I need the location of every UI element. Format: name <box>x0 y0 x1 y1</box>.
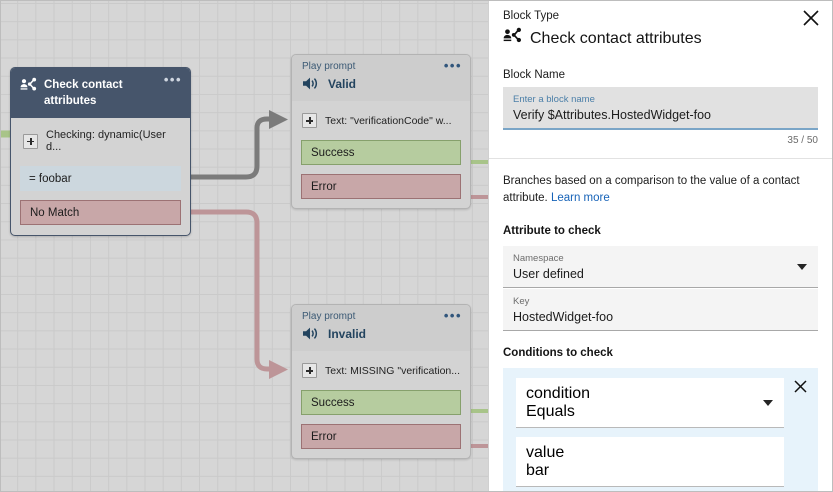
block-name-heading: Block Name <box>503 69 818 81</box>
block-body: Text: MISSING "verification... Success E… <box>292 351 470 458</box>
branch-success[interactable]: Success <box>301 140 461 165</box>
branch-foobar[interactable]: = foobar <box>20 166 181 191</box>
close-icon[interactable] <box>801 8 821 28</box>
key-input[interactable]: Key HostedWidget-foo <box>503 289 818 331</box>
branch-label: Error <box>311 181 337 193</box>
block-name-value: Verify $Attributes.HostedWidget-foo <box>513 108 808 122</box>
value-value: bar <box>526 462 774 480</box>
conditions-section-title: Conditions to check <box>503 347 818 359</box>
block-body: Text: "verificationCode" w... Success Er… <box>292 101 470 208</box>
condition-select[interactable]: condition Equals <box>516 378 784 428</box>
remove-condition-button[interactable] <box>792 378 809 395</box>
branch-error[interactable]: Error <box>301 424 461 449</box>
chevron-down-icon[interactable] <box>797 264 807 270</box>
checking-row[interactable]: Checking: dynamic(User d... <box>11 126 190 156</box>
description-text: Branches based on a comparison to the va… <box>503 175 800 204</box>
block-check-contact-attributes[interactable]: Check contact attributes ••• Checking: d… <box>10 67 191 236</box>
learn-more-link[interactable]: Learn more <box>551 192 610 204</box>
attribute-section-title: Attribute to check <box>503 225 818 237</box>
condition-group: condition Equals value bar <box>503 368 818 492</box>
checking-label: Checking: dynamic(User d... <box>46 129 180 153</box>
branch-success[interactable]: Success <box>301 390 461 415</box>
block-body: Checking: dynamic(User d... = foobar No … <box>11 118 190 235</box>
expand-plus-icon[interactable] <box>23 134 38 149</box>
block-name-label: Invalid <box>328 327 366 341</box>
branch-label: Error <box>311 431 337 443</box>
expand-plus-icon[interactable] <box>302 113 317 128</box>
block-name-placeholder: Enter a block name <box>513 94 808 105</box>
block-menu-button[interactable]: ••• <box>444 61 462 70</box>
contact-attributes-icon <box>503 27 522 51</box>
chevron-down-icon[interactable] <box>763 400 773 406</box>
block-header[interactable]: Play prompt ••• Invalid <box>292 305 470 351</box>
key-label: Key <box>513 296 808 307</box>
prompt-text-label: Text: MISSING "verification... <box>325 365 460 377</box>
branch-label: No Match <box>30 207 79 219</box>
block-name-counter: 35 / 50 <box>503 135 818 146</box>
key-value: HostedWidget-foo <box>513 310 808 324</box>
speaker-icon <box>302 76 319 91</box>
block-play-prompt-invalid[interactable]: Play prompt ••• Invalid Tex <box>291 304 471 459</box>
connector-foobar-to-valid <box>180 110 288 185</box>
branch-no-match[interactable]: No Match <box>20 200 181 225</box>
contact-attributes-icon <box>20 77 37 99</box>
branch-label: Success <box>311 397 354 409</box>
block-type-label: Block Type <box>503 10 818 22</box>
namespace-value: User defined <box>513 267 808 281</box>
branch-error[interactable]: Error <box>301 174 461 199</box>
flow-canvas[interactable]: Check contact attributes ••• Checking: d… <box>1 1 488 491</box>
block-header[interactable]: Play prompt ••• Valid <box>292 55 470 101</box>
block-properties-panel: Block Type Check contact attributes <box>488 1 832 491</box>
branch-label: = foobar <box>29 173 72 185</box>
panel-divider <box>489 158 832 159</box>
block-header[interactable]: Check contact attributes ••• <box>11 68 190 118</box>
block-menu-button[interactable]: ••• <box>164 75 182 84</box>
block-name-input[interactable]: Enter a block name Verify $Attributes.Ho… <box>503 87 818 130</box>
value-label: value <box>526 444 774 462</box>
block-title: Check contact attributes <box>44 77 152 109</box>
connector-nomatch-to-invalid <box>180 205 288 379</box>
namespace-select[interactable]: Namespace User defined <box>503 246 818 288</box>
namespace-label: Namespace <box>513 253 808 264</box>
panel-description: Branches based on a comparison to the va… <box>503 173 818 208</box>
block-kind-label: Play prompt <box>302 61 460 72</box>
prompt-text-row[interactable]: Text: MISSING "verification... <box>292 359 470 382</box>
condition-value: Equals <box>526 403 774 421</box>
speaker-icon <box>302 326 319 341</box>
block-name-label: Valid <box>328 77 356 91</box>
block-type-name: Check contact attributes <box>530 30 702 48</box>
block-menu-button[interactable]: ••• <box>444 311 462 320</box>
block-play-prompt-valid[interactable]: Play prompt ••• Valid Text: <box>291 54 471 209</box>
expand-plus-icon[interactable] <box>302 363 317 378</box>
condition-label: condition <box>526 385 774 403</box>
branch-label: Success <box>311 147 354 159</box>
prompt-text-label: Text: "verificationCode" w... <box>325 115 452 127</box>
condition-value-input[interactable]: value bar <box>516 437 784 487</box>
block-kind-label: Play prompt <box>302 311 460 322</box>
prompt-text-row[interactable]: Text: "verificationCode" w... <box>292 109 470 132</box>
